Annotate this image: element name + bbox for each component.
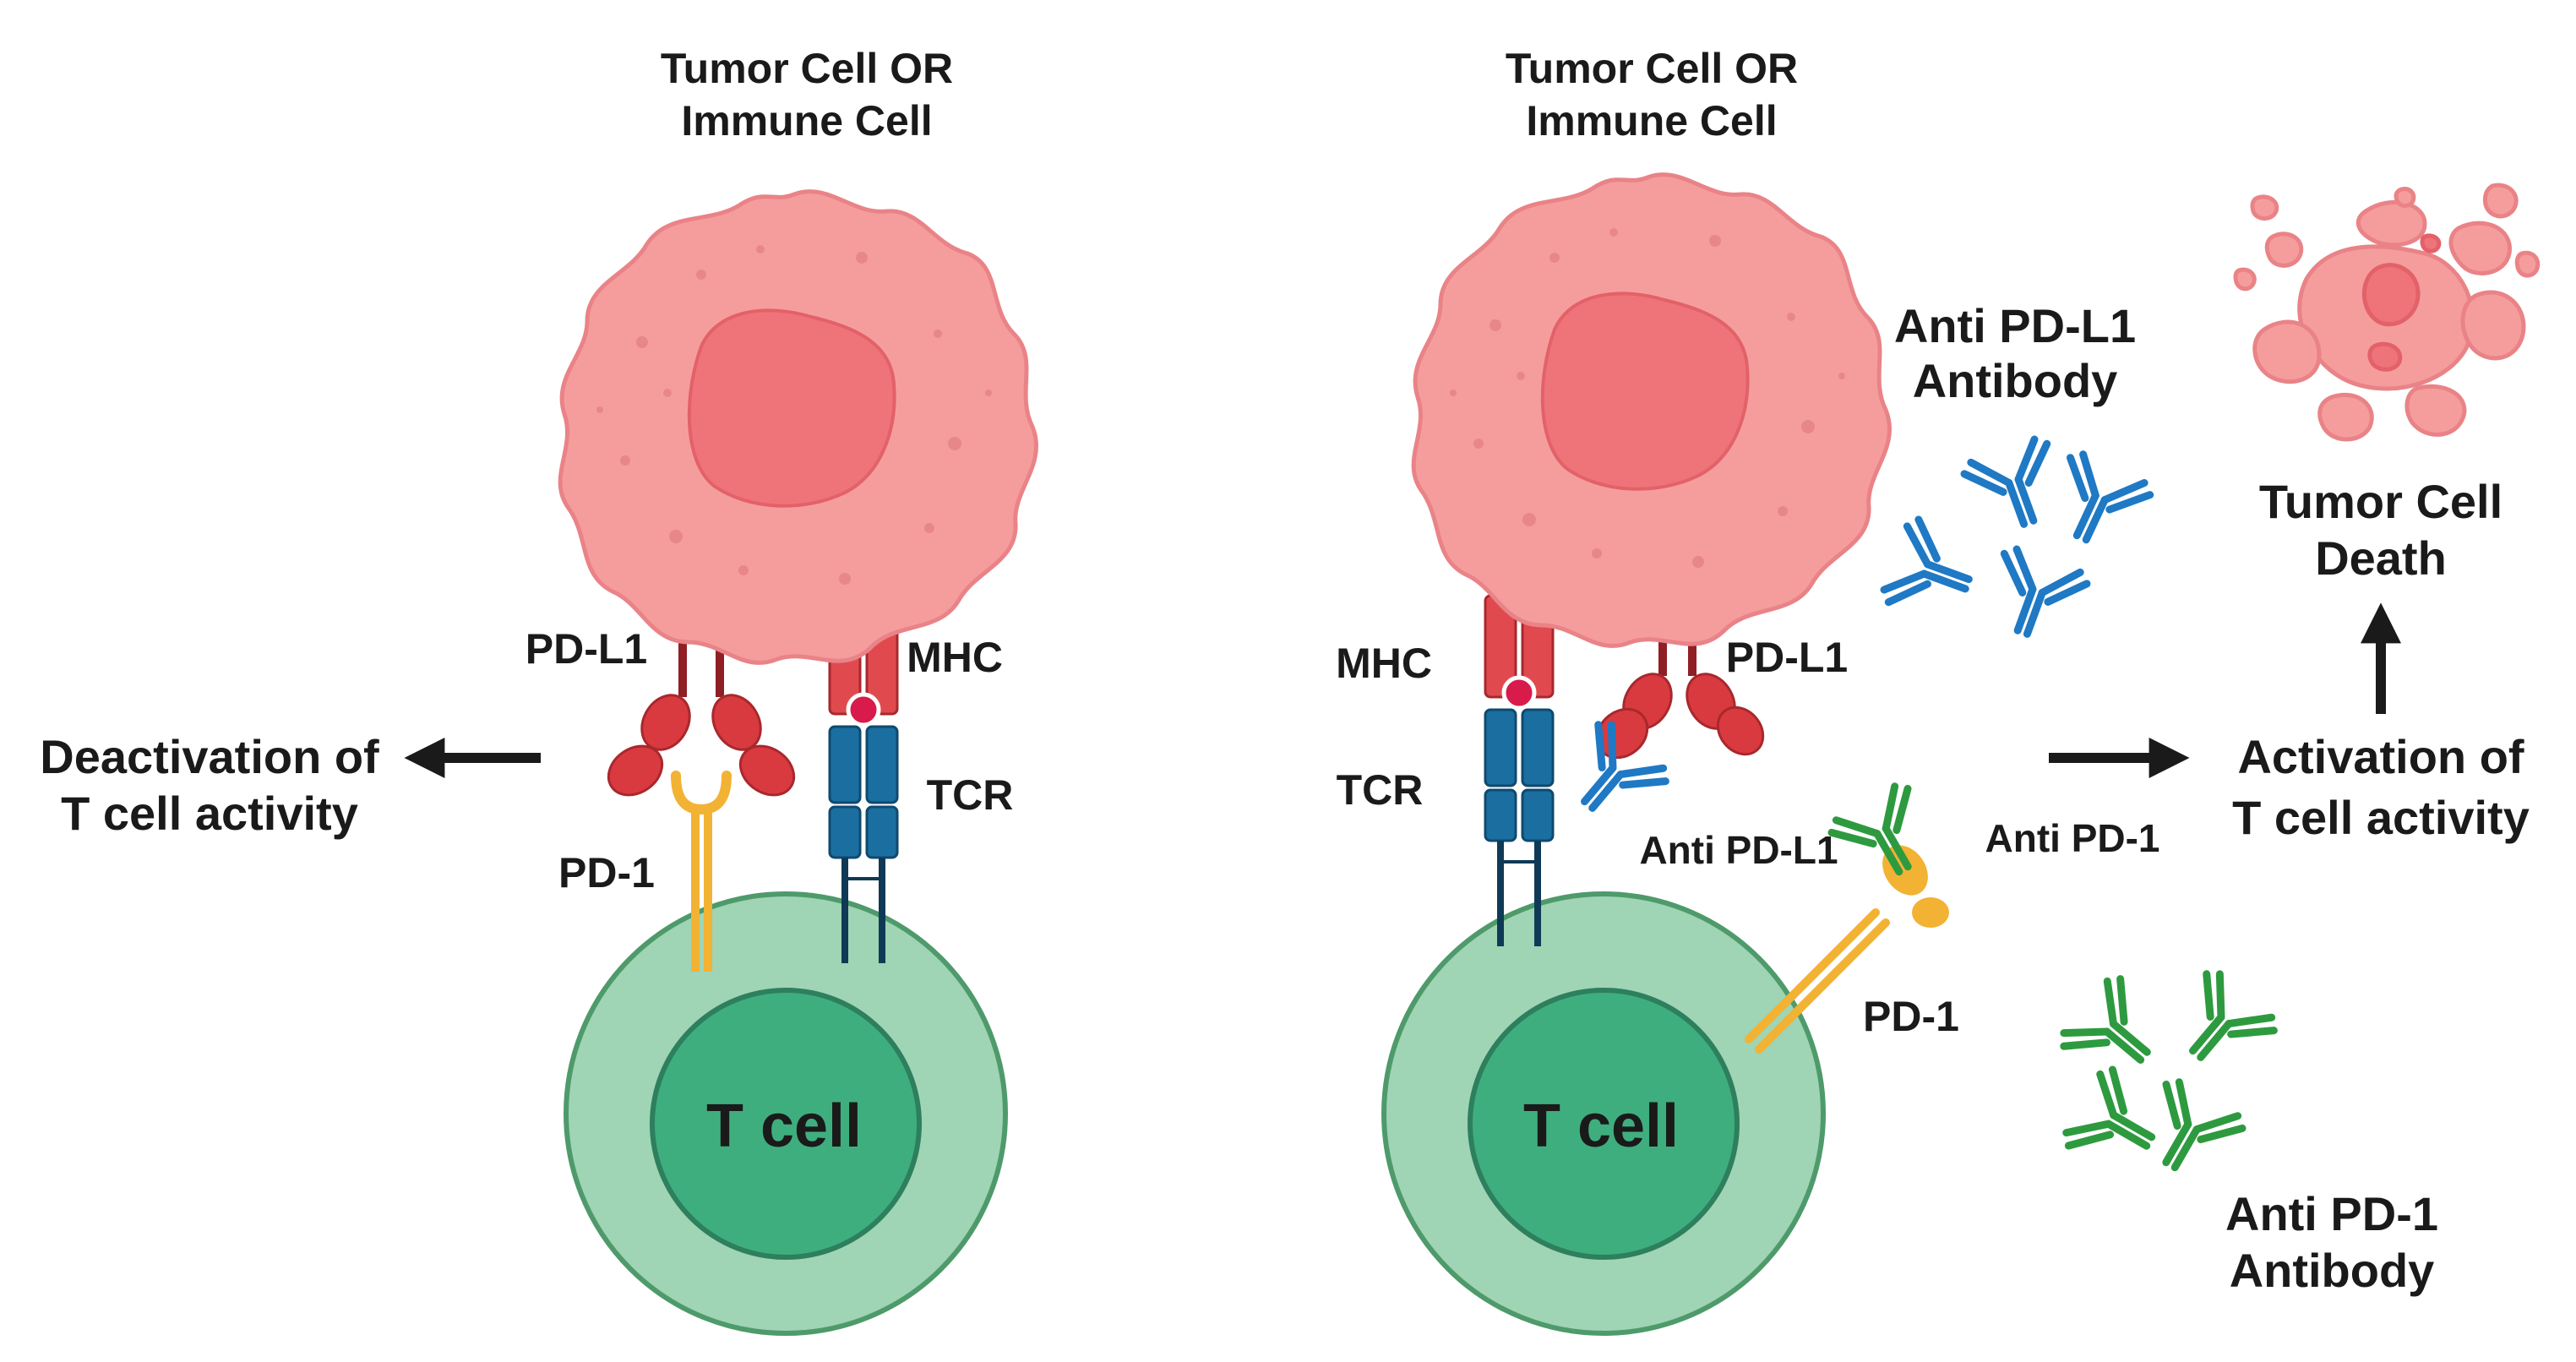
left-cell-title-line1: Tumor Cell OR	[661, 45, 953, 92]
right-pdl1-label: PD-L1	[1726, 634, 1848, 681]
left-outcome-line2: T cell activity	[61, 787, 358, 840]
left-pdl1-label: PD-L1	[526, 625, 647, 673]
anti-pdl1-antibody-line1: Anti PD-L1	[1894, 299, 2136, 352]
right-tumor-cell	[1413, 175, 1889, 646]
free-anti-pdl1-antibodies	[1881, 436, 2154, 647]
left-tumor-cell	[560, 192, 1036, 663]
dying-tumor-cell	[2233, 183, 2541, 442]
right-anti-pdl1-label: Anti PD-L1	[1639, 828, 1838, 872]
right-mhc-label: MHC	[1336, 640, 1432, 687]
left-outcome-line1: Deactivation of	[40, 730, 379, 783]
right-cell-title-line1: Tumor Cell OR	[1506, 45, 1798, 92]
anti-pd1-antibody-line2: Antibody	[2230, 1244, 2435, 1297]
right-t-cell-label: T cell	[1523, 1092, 1679, 1160]
left-mhc-label: MHC	[907, 634, 1003, 681]
left-pd1-receptor	[671, 771, 732, 972]
right-outcome-line1: Activation of	[2237, 730, 2524, 783]
left-tcr-label: TCR	[927, 771, 1014, 819]
left-t-cell-label: T cell	[706, 1092, 862, 1160]
right-outcome-line2: T cell activity	[2232, 791, 2530, 844]
left-t-cell	[564, 891, 1008, 1336]
left-cell-title-line2: Immune Cell	[681, 97, 932, 144]
right-tcr-label: TCR	[1337, 766, 1424, 814]
right-pd1-label: PD-1	[1863, 993, 1959, 1040]
right-cell-title-line2: Immune Cell	[1526, 97, 1777, 144]
left-panel: Tumor Cell OR Immune Cell T cell PD-L1 M…	[40, 45, 1036, 1336]
anti-pd1-antibody-line1: Anti PD-1	[2225, 1187, 2438, 1240]
right-t-cell	[1381, 891, 1826, 1336]
death-label-line1: Tumor Cell	[2259, 475, 2502, 528]
right-panel: Tumor Cell OR Immune Cell T cell	[1336, 45, 2541, 1336]
anti-pdl1-antibody-line2: Antibody	[1913, 354, 2118, 407]
right-bound-anti-pdl1	[1555, 718, 1671, 833]
right-anti-pd1-label: Anti PD-1	[1985, 816, 2160, 860]
left-pd1-label: PD-1	[558, 849, 655, 896]
death-label-line2: Death	[2315, 531, 2447, 585]
free-anti-pd1-antibodies	[2057, 967, 2279, 1187]
